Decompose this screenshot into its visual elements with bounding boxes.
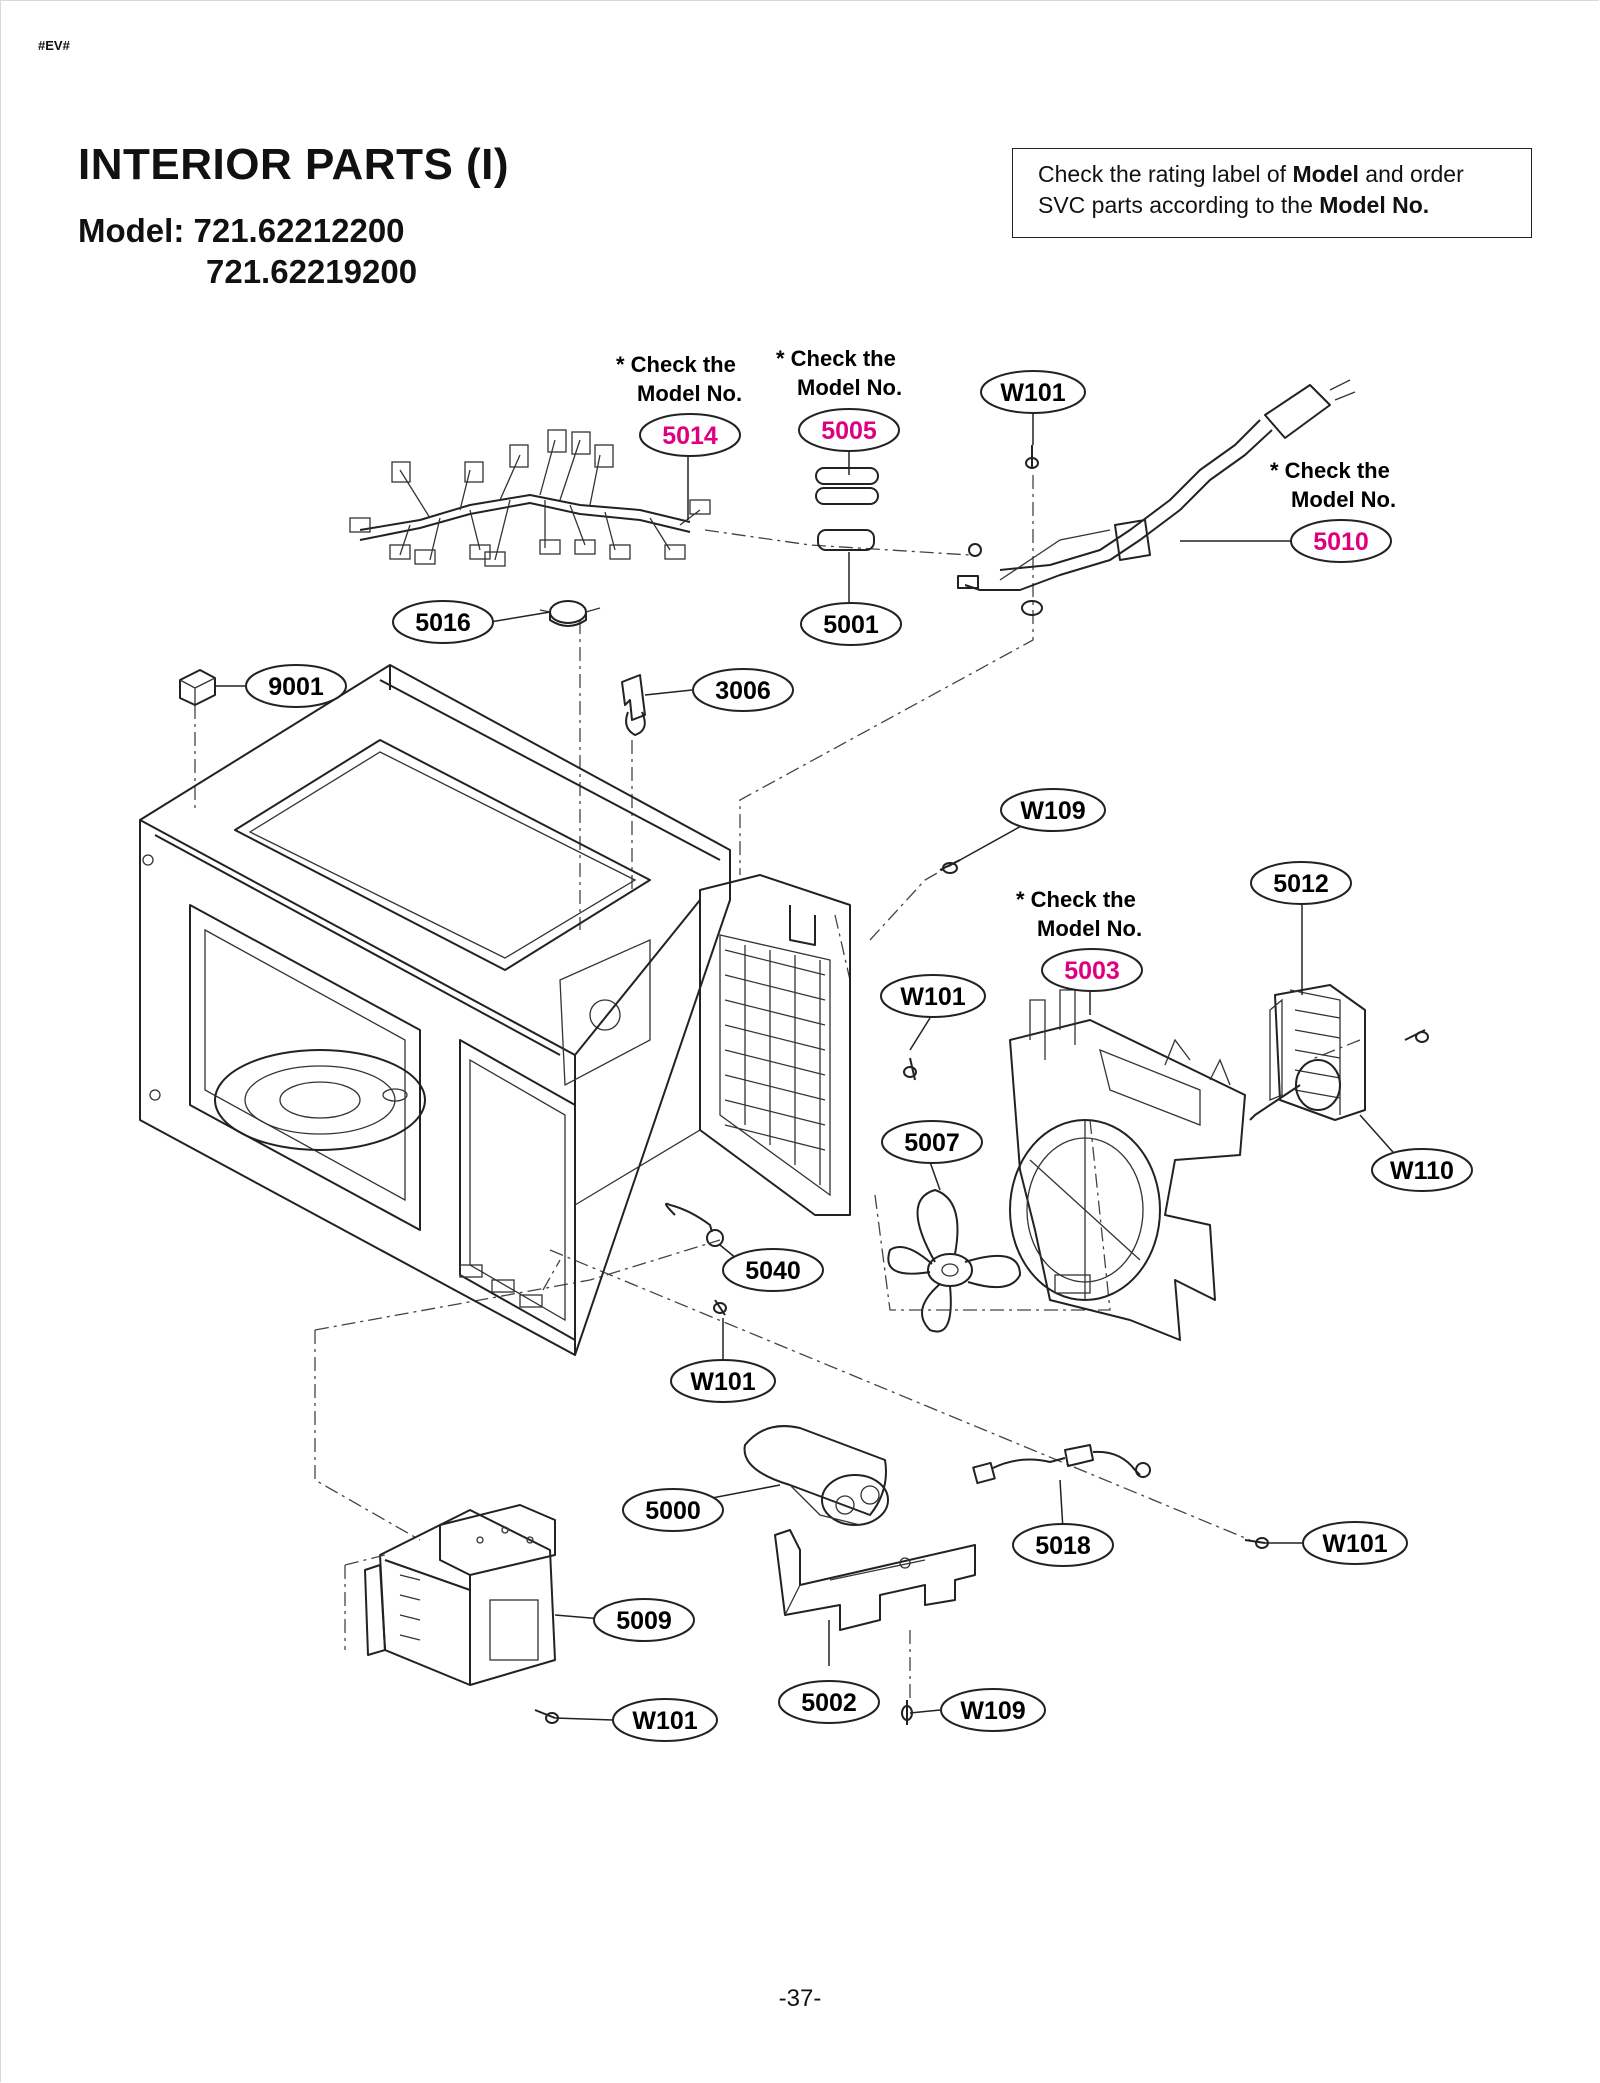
callout-3006: 3006 <box>692 668 794 712</box>
screw-icon <box>713 1299 727 1316</box>
notice-box: Check the rating label of Model and orde… <box>1012 148 1532 238</box>
callout-5018: 5018 <box>1012 1523 1114 1567</box>
model-numbers: Model: 721.62212200 721.62219200 <box>78 210 417 292</box>
part-number-label: 5005 <box>821 417 877 445</box>
screw-icon <box>939 859 961 874</box>
callout-w110: W110 <box>1371 1148 1473 1192</box>
wire-harness-part <box>349 429 711 567</box>
part-number-label: 5002 <box>801 1689 857 1717</box>
oven-cavity-part <box>139 664 731 1356</box>
callout-5002: 5002 <box>778 1680 880 1724</box>
part-number-label: 5012 <box>1273 870 1329 898</box>
note-line-1: * Check the <box>776 346 896 371</box>
notice-bold-model-no: Model No. <box>1319 192 1430 218</box>
part-number-label: W110 <box>1390 1157 1454 1185</box>
bracket-part <box>774 1529 976 1631</box>
model-number-1: 721.62212200 <box>193 212 405 249</box>
notice-text-2: and order SVC parts according to the <box>1038 161 1464 218</box>
callout-5000: 5000 <box>622 1488 724 1532</box>
callout-w101-bottom: W101 <box>612 1698 718 1742</box>
callout-5016: 5016 <box>392 600 494 644</box>
model-line-2: 721.62219200 <box>78 251 417 292</box>
page-number: -37- <box>778 1985 822 2012</box>
document-code-tag: #EV# <box>38 38 70 53</box>
screw-icon <box>903 1057 917 1081</box>
model-number-2: 721.62219200 <box>206 253 418 290</box>
note-line-2: Model No. <box>637 381 742 406</box>
callout-5012: 5012 <box>1250 861 1352 905</box>
page-title: INTERIOR PARTS (I) <box>78 140 510 189</box>
check-note-5010: * Check the Model No. <box>1270 458 1396 512</box>
note-line-1: * Check the <box>616 352 736 377</box>
callout-5001: 5001 <box>800 602 902 646</box>
power-cord-part <box>957 379 1356 616</box>
thermostat-part <box>539 600 601 627</box>
callout-w101-top: W101 <box>980 370 1086 414</box>
notice-bold-model: Model <box>1292 161 1359 187</box>
part-number-label: 5014 <box>662 422 718 450</box>
part-number-label: W101 <box>632 1707 697 1735</box>
notice-text-1: Check the rating label of <box>1038 161 1293 187</box>
part-number-label: 5016 <box>415 609 471 637</box>
part-number-label: W101 <box>1000 379 1065 407</box>
callout-5009: 5009 <box>593 1598 695 1642</box>
note-line-2: Model No. <box>1037 916 1142 941</box>
fan-duct-part <box>1009 989 1246 1341</box>
part-number-label: W109 <box>1020 797 1085 825</box>
part-number-label: 5009 <box>616 1607 672 1635</box>
check-note-5003: * Check the Model No. <box>1016 887 1142 941</box>
note-line-2: Model No. <box>1291 487 1396 512</box>
spring-part <box>665 1202 724 1247</box>
callout-5010: 5010 <box>1290 519 1392 563</box>
note-line-1: * Check the <box>1016 887 1136 912</box>
part-number-label: 9001 <box>268 673 324 701</box>
part-number-label: 5010 <box>1313 528 1369 556</box>
screw-icon <box>1404 1029 1429 1043</box>
part-9001 <box>179 669 216 706</box>
callout-5007: 5007 <box>881 1120 983 1164</box>
part-number-label: 3006 <box>715 677 771 705</box>
screw-icon <box>1025 445 1039 469</box>
part-number-label: W101 <box>690 1368 755 1396</box>
part-number-label: 5003 <box>1064 957 1120 985</box>
callout-5014: 5014 <box>639 413 741 457</box>
callout-9001: 9001 <box>245 664 347 708</box>
callout-w101-center: W101 <box>670 1359 776 1403</box>
model-line-1: Model: 721.62212200 <box>78 210 417 251</box>
note-line-1: * Check the <box>1270 458 1390 483</box>
part-3006 <box>621 674 646 736</box>
callout-5003: 5003 <box>1041 948 1143 992</box>
check-note-5014: * Check the Model No. <box>616 352 742 406</box>
magnetron-part <box>344 1504 556 1686</box>
fuse-part <box>815 467 879 551</box>
callout-w101-right: W101 <box>1302 1521 1408 1565</box>
screws <box>534 445 1429 1725</box>
part-number-label: 5007 <box>904 1129 960 1157</box>
diode-part <box>972 1444 1151 1485</box>
callout-w101-mid: W101 <box>880 974 986 1018</box>
note-line-2: Model No. <box>797 375 902 400</box>
callout-5005: 5005 <box>798 408 900 452</box>
part-number-label: W109 <box>960 1697 1025 1725</box>
fan-motor-part <box>1249 984 1366 1121</box>
side-panel-part <box>699 874 851 1216</box>
part-number-label: 5040 <box>745 1257 801 1285</box>
capacitor-part <box>743 1425 889 1526</box>
part-number-label: 5001 <box>823 611 879 639</box>
part-number-label: 5000 <box>645 1497 701 1525</box>
check-note-5005: * Check the Model No. <box>776 346 902 400</box>
part-number-label: W101 <box>1322 1530 1387 1558</box>
model-prefix: Model: <box>78 212 194 249</box>
fan-blade-part <box>887 1189 1021 1333</box>
callout-w109-mid: W109 <box>1000 788 1106 832</box>
callout-5040: 5040 <box>722 1248 824 1292</box>
part-number-label: W101 <box>900 983 965 1011</box>
screw-icon <box>534 1709 559 1724</box>
callout-w109-bottom: W109 <box>940 1688 1046 1732</box>
part-number-label: 5018 <box>1035 1532 1091 1560</box>
